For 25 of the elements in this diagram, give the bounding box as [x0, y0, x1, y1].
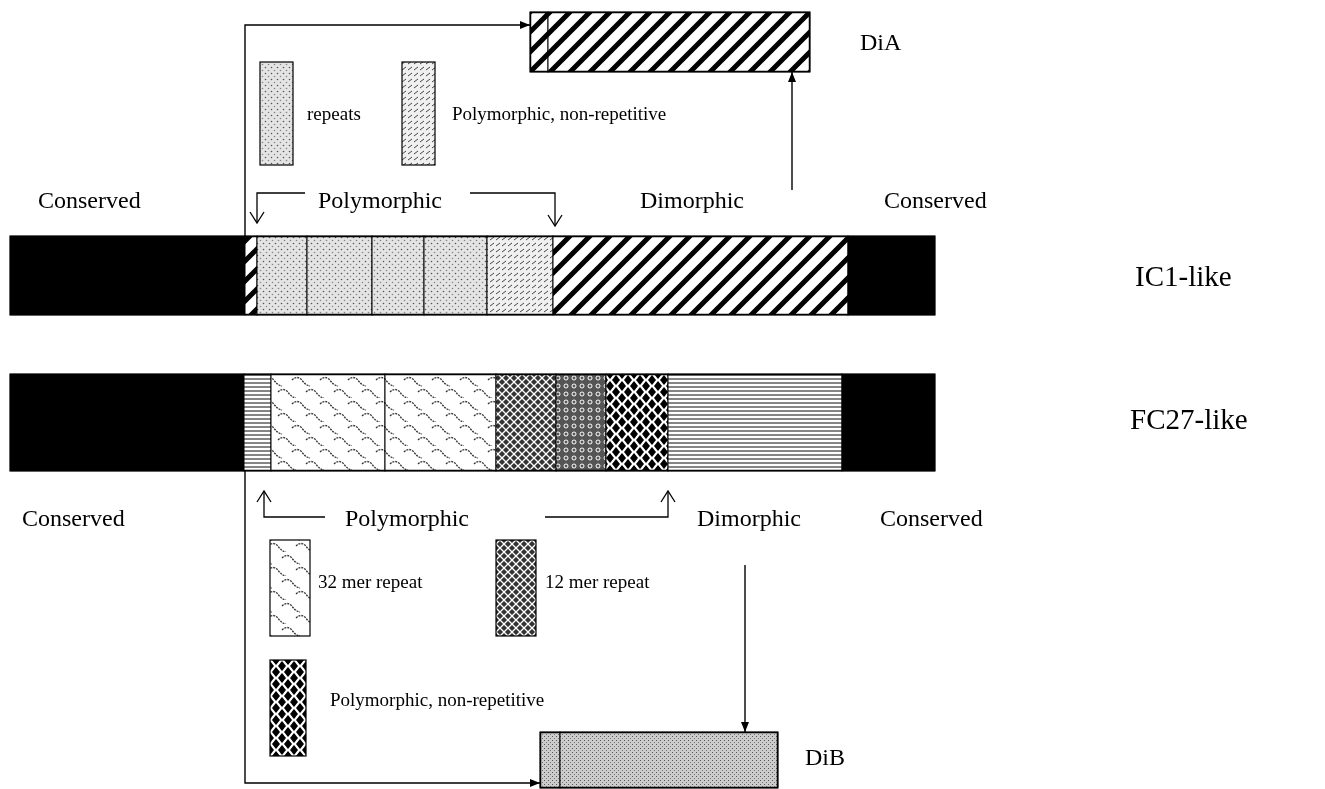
arrow [244, 21, 531, 237]
bar-label: DiB [805, 745, 845, 769]
gene-bar [540, 732, 778, 788]
gene-name: FC27-like [1130, 405, 1248, 434]
region-label: Conserved [38, 188, 141, 212]
region-label: Polymorphic [318, 188, 442, 212]
legend-text: Polymorphic, non-repetitive [452, 104, 667, 123]
legend-text: 32 mer repeat [318, 572, 423, 591]
region-label: Conserved [880, 506, 983, 530]
legend-text: repeats [307, 104, 361, 123]
region-label: Polymorphic [345, 506, 469, 530]
arrow [788, 71, 796, 191]
legend-text: 12 mer repeat [545, 572, 650, 591]
arrow [244, 470, 541, 787]
gene-bar [530, 12, 810, 72]
legend-text: Polymorphic, non-repetitive [330, 690, 545, 709]
gene-name: IC1-like [1135, 262, 1232, 291]
region-label: Dimorphic [640, 188, 744, 212]
gene-bar [10, 236, 935, 315]
bar-label: DiA [860, 30, 902, 54]
region-label: Dimorphic [697, 506, 801, 530]
arrow [741, 564, 749, 733]
gene-bar [10, 374, 935, 471]
region-label: Conserved [22, 506, 125, 530]
region-label: Conserved [884, 188, 987, 212]
